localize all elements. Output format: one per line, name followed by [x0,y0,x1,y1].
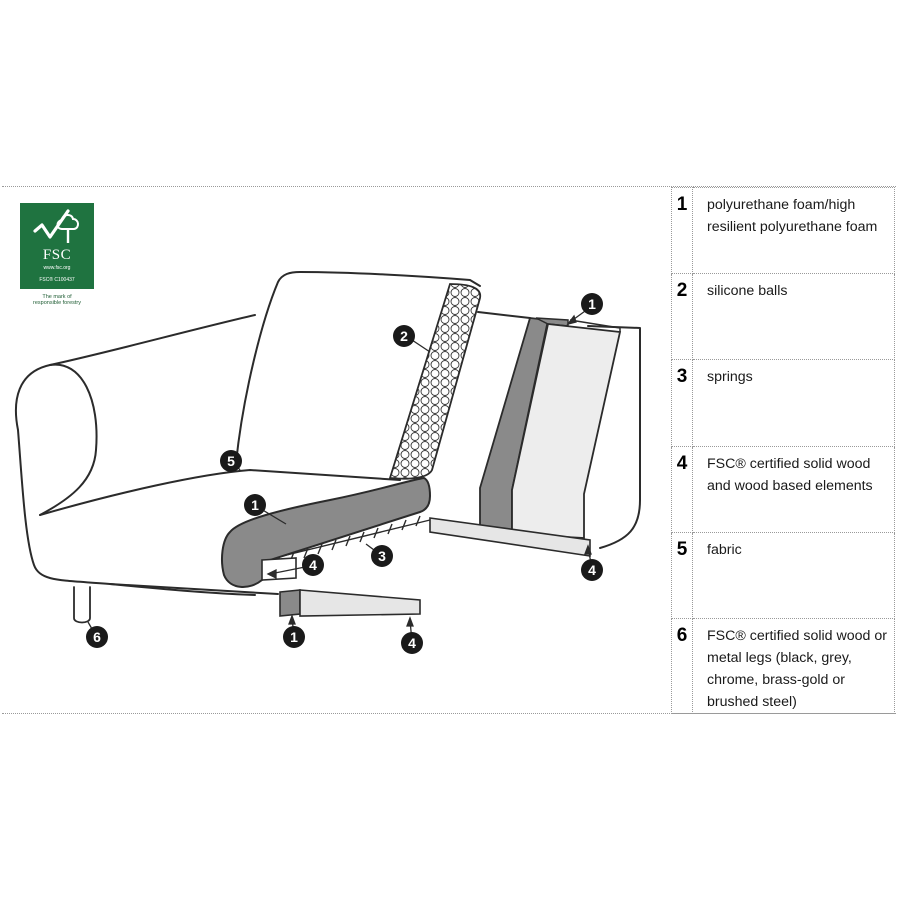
legend-number: 6 [671,618,693,714]
callout-4-bottom: 4 [401,632,423,654]
legend-row: 5 fabric [671,532,895,619]
fsc-code: FSC® C100437 [39,277,75,283]
callout-1-top: 1 [581,293,603,315]
legend-text: FSC® certified solid wood or metal legs … [692,618,895,714]
legend-text: silicone balls [692,273,895,360]
callout-4-left: 4 [302,554,324,576]
fsc-tree-check-icon [33,209,79,243]
legend-row: 2 silicone balls [671,273,895,360]
fsc-tagline-line2: responsible forestry [33,300,81,306]
fsc-website: www.fsc.org [43,265,71,271]
svg-text:1: 1 [290,629,298,645]
sofa-armrest [14,314,256,596]
legend-text: fabric [692,532,895,619]
legend-number: 2 [671,273,693,360]
svg-text:5: 5 [227,453,235,469]
legend-row: 1 polyurethane foam/high resilient polyu… [671,187,895,274]
svg-text:4: 4 [309,557,317,573]
svg-text:4: 4 [408,635,416,651]
sofa-leg-6 [73,586,91,624]
callout-6: 6 [86,626,108,648]
seat-foam-cushion [221,476,432,588]
fsc-tagline-line1: The mark of [42,294,72,300]
legend-number: 4 [671,446,693,533]
diagram-frame [2,186,896,714]
svg-text:3: 3 [378,548,386,564]
legend-number: 1 [671,187,693,274]
legend-text: polyurethane foam/high resilient polyure… [692,187,895,274]
callout-markers: 1 2 5 1 4 3 4 6 [86,293,603,654]
sofa-cutaway-diagram: 1 2 5 1 4 3 4 6 [14,271,641,654]
callout-5: 5 [220,450,242,472]
silicone-balls-panel [388,283,482,480]
fsc-tagline: The mark of responsible forestry [20,294,94,306]
fsc-brand: FSC [42,247,72,263]
callout-1-seat: 1 [244,494,266,516]
legend-text: springs [692,359,895,447]
svg-text:1: 1 [588,296,596,312]
legend-row: 4 FSC® certified solid wood and wood bas… [671,446,895,533]
svg-text:1: 1 [251,497,259,513]
bottom-wood-plank [299,589,421,617]
svg-text:4: 4 [588,562,596,578]
seat-wood-rail-left [261,557,297,581]
legend-text: FSC® certified solid wood and wood based… [692,446,895,533]
callout-3: 3 [371,545,393,567]
seat-surface [39,469,401,516]
armrest-inner-curve [39,363,98,516]
bottom-foam-block [279,589,301,617]
legend-number: 5 [671,532,693,619]
back-cushion [235,271,481,464]
legend-number: 3 [671,359,693,447]
callout-2: 2 [393,325,415,347]
materials-legend: 1 polyurethane foam/high resilient polyu… [671,187,895,714]
callout-1-bottom: 1 [283,626,305,648]
callout-4-right: 4 [581,559,603,581]
legend-row: 3 springs [671,359,895,447]
svg-text:2: 2 [400,328,408,344]
fsc-logo-box: FSC www.fsc.org FSC® C100437 [20,203,94,289]
fsc-logo: FSC www.fsc.org FSC® C100437 The mark of… [20,203,94,306]
legend-row: 6 FSC® certified solid wood or metal leg… [671,618,895,714]
svg-text:6: 6 [93,629,101,645]
